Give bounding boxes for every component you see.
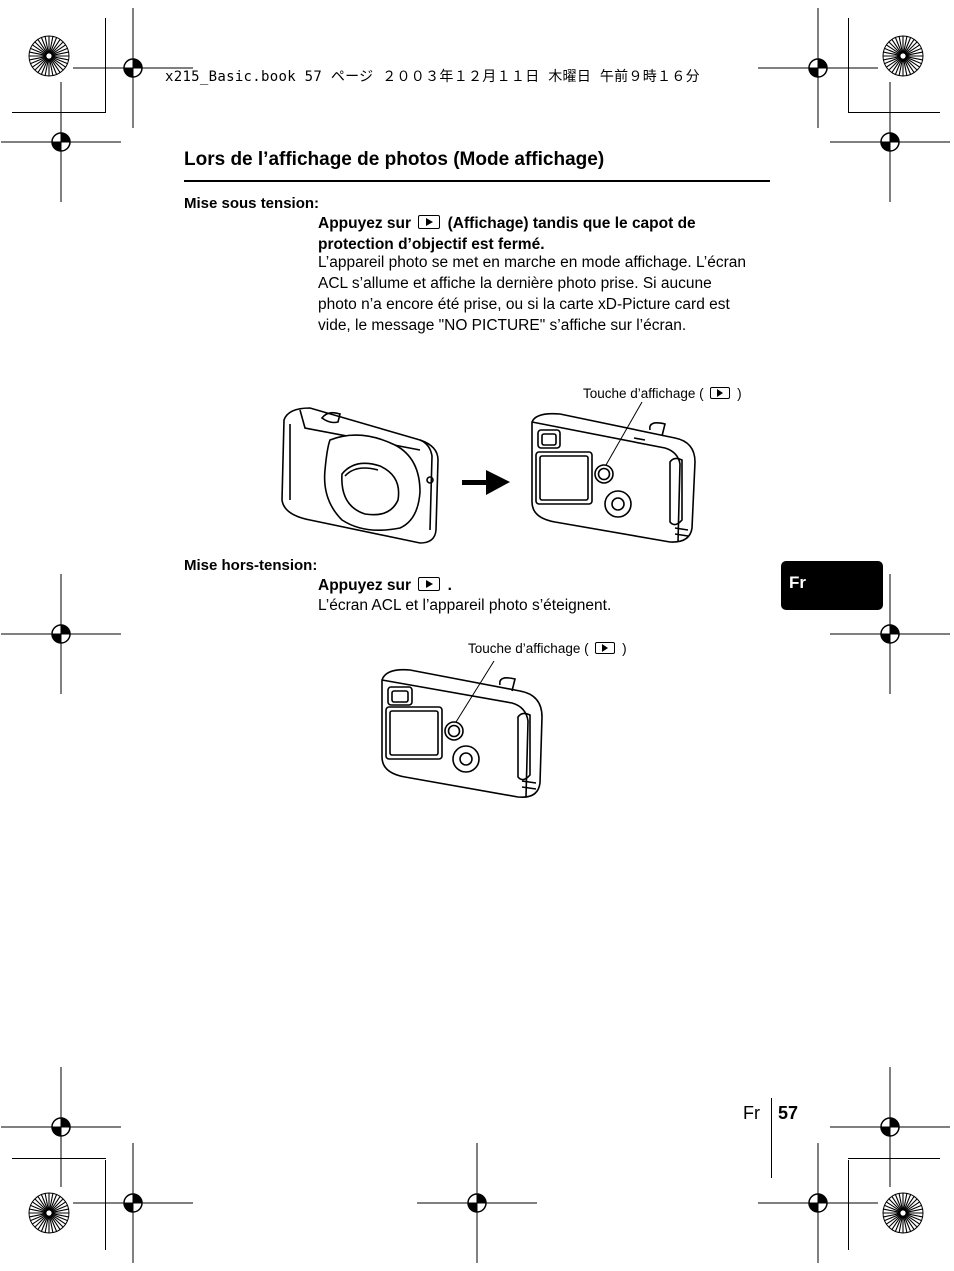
- playback-button-icon: [418, 577, 441, 591]
- callout-label-end: ): [622, 641, 627, 656]
- callout-label: Touche d’affichage (: [583, 386, 704, 401]
- power-on-description: L’appareil photo se met en marche en mod…: [318, 254, 746, 334]
- crop-line: [848, 1158, 940, 1159]
- power-off-instruction-prefix: Appuyez sur: [318, 577, 412, 594]
- power-off-instruction-suffix: .: [447, 577, 452, 594]
- callout-leader-line: [605, 401, 643, 466]
- crop-line: [12, 112, 106, 113]
- starburst-mark-icon: [882, 1192, 924, 1234]
- crop-line: [12, 1158, 106, 1159]
- playback-button-icon: [710, 387, 731, 399]
- arrow-right-icon: [462, 470, 510, 495]
- power-on-instruction-suffix: (Affichage) tandis que le capot de prote…: [318, 215, 696, 253]
- closed-camera-illustration: [281, 407, 439, 544]
- playback-button-icon: [595, 642, 616, 654]
- power-off-instruction: Appuyez sur .: [318, 575, 758, 596]
- registration-mark-icon: [829, 1066, 951, 1188]
- callout-label-end: ): [737, 386, 742, 401]
- registration-mark-icon: [829, 81, 951, 203]
- title-rule: [184, 180, 770, 182]
- registration-mark-icon: [72, 1142, 194, 1264]
- page-number: 57: [778, 1103, 799, 1123]
- power-on-instruction: Appuyez sur (Affichage) tandis que le ca…: [318, 213, 758, 255]
- playback-button-callout: Touche d’affichage ( ): [583, 386, 742, 401]
- power-on-instruction-prefix: Appuyez sur: [318, 215, 412, 232]
- footer-language: Fr: [743, 1103, 760, 1123]
- crop-line: [105, 1160, 106, 1250]
- power-off-description: L’écran ACL et l’appareil photo s’éteign…: [318, 597, 612, 614]
- playback-button-icon: [418, 215, 441, 229]
- language-tab-label: Fr: [789, 573, 806, 592]
- language-side-tab: Fr: [781, 561, 883, 610]
- footer-divider: [771, 1098, 772, 1178]
- registration-mark-icon: [0, 81, 122, 203]
- section-title: Lors de l’affichage de photos (Mode affi…: [184, 149, 605, 170]
- starburst-mark-icon: [882, 35, 924, 77]
- registration-mark-icon: [757, 1142, 879, 1264]
- crop-line: [105, 18, 106, 112]
- camera-power-on-illustration: [281, 401, 696, 544]
- crop-line: [848, 112, 940, 113]
- callout-leader-line: [455, 660, 495, 723]
- power-off-label: Mise hors-tension:: [184, 557, 318, 574]
- registration-mark-icon: [416, 1142, 538, 1264]
- registration-mark-icon: [757, 7, 879, 129]
- starburst-mark-icon: [28, 1192, 70, 1234]
- playback-button-callout-2: Touche d’affichage ( ): [468, 641, 627, 656]
- registration-mark-icon: [0, 1066, 122, 1188]
- registration-mark-icon: [0, 573, 122, 695]
- camera-power-off-illustration: [381, 660, 543, 799]
- starburst-mark-icon: [28, 35, 70, 77]
- camera-back-illustration: [531, 412, 696, 543]
- crop-line: [848, 1160, 849, 1250]
- power-on-label: Mise sous tension:: [184, 195, 320, 212]
- crop-line: [848, 18, 849, 112]
- print-meta-header: x215_Basic.book 57 ページ ２００３年１２月１１日 木曜日 午…: [165, 69, 700, 85]
- callout-label: Touche d’affichage (: [468, 641, 589, 656]
